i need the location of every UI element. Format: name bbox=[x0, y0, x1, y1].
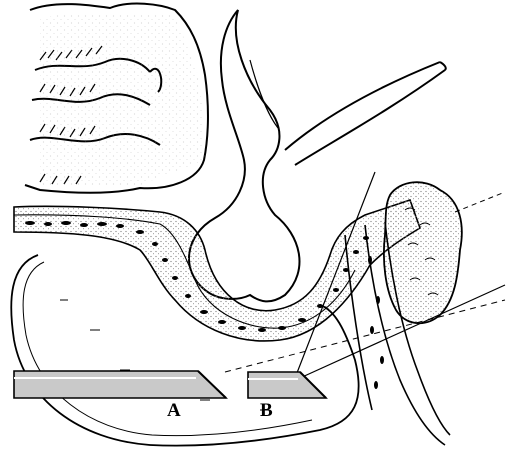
ovary-illustration bbox=[384, 182, 505, 323]
label-a: A bbox=[167, 401, 181, 420]
fallopian-tube-illustration bbox=[285, 62, 446, 165]
label-b: B bbox=[260, 401, 273, 420]
trocar-a-illustration bbox=[14, 371, 226, 398]
trocar-b-illustration bbox=[248, 372, 326, 398]
